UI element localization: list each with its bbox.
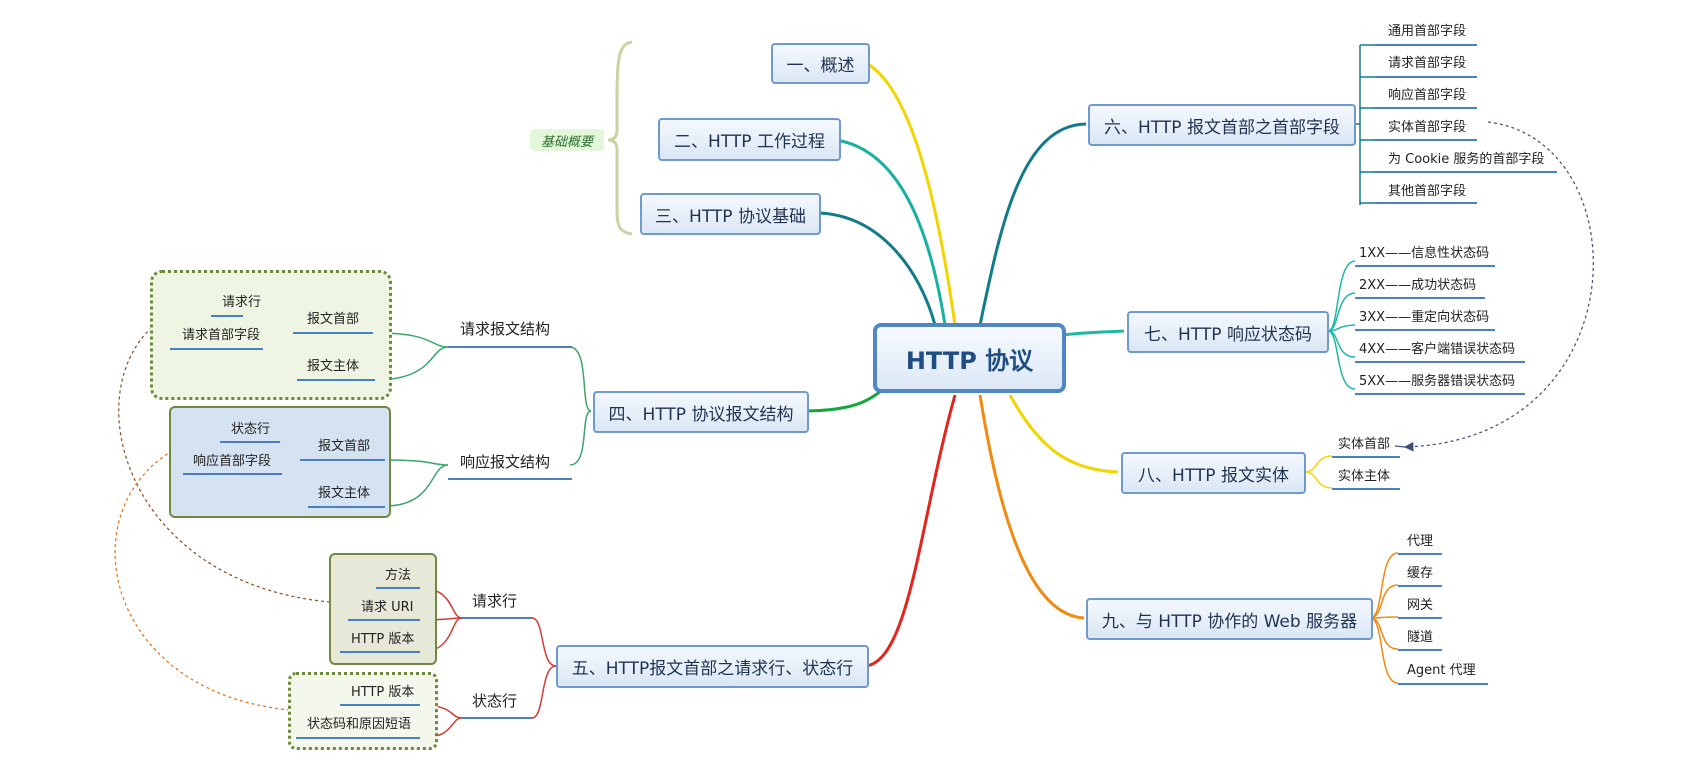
branch-t8 [1008, 394, 1119, 474]
status-line-label[interactable]: 状态行 [231, 422, 271, 437]
topic-overview[interactable]: 一、概述 [771, 43, 870, 84]
entity-header-fields[interactable]: 实体首部字段 [1388, 120, 1467, 135]
branch-t2 [835, 138, 947, 326]
status-1xx[interactable]: 1XX——信息性状态码 [1359, 246, 1490, 261]
branch-t5 [865, 394, 957, 668]
topic-message-entity[interactable]: 八、HTTP 报文实体 [1121, 452, 1306, 494]
agent-proxy-label[interactable]: Agent 代理 [1407, 663, 1476, 678]
req-header-label[interactable]: 报文首部 [307, 312, 360, 327]
request-structure-boundary [150, 270, 392, 400]
response-structure-boundary [169, 406, 391, 518]
topic-status-codes[interactable]: 七、HTTP 响应状态码 [1127, 311, 1329, 353]
cache-label[interactable]: 缓存 [1407, 566, 1434, 581]
status-3xx[interactable]: 3XX——重定向状态码 [1359, 310, 1490, 325]
response-header-fields[interactable]: 响应首部字段 [1388, 88, 1467, 103]
summary-label[interactable]: 基础概要 [530, 129, 604, 151]
request-header-fields[interactable]: 请求首部字段 [1388, 56, 1467, 71]
cookie-header-fields[interactable]: 为 Cookie 服务的首部字段 [1388, 152, 1545, 167]
entity-header[interactable]: 实体首部 [1338, 437, 1391, 452]
branch-t7 [1061, 329, 1125, 337]
resp-fields-label[interactable]: 响应首部字段 [193, 454, 272, 469]
version-label-request[interactable]: HTTP 版本 [351, 632, 415, 647]
status-5xx[interactable]: 5XX——服务器错误状态码 [1359, 374, 1516, 389]
status-line-topic-label[interactable]: 状态行 [472, 692, 518, 710]
topic-message-structure[interactable]: 四、HTTP 协议报文结构 [593, 391, 809, 433]
relation-arrow-status-line [114, 428, 291, 711]
status-4xx[interactable]: 4XX——客户端错误状态码 [1359, 342, 1516, 357]
relation-arrow-entity-header [1403, 121, 1594, 452]
other-header-fields[interactable]: 其他首部字段 [1388, 184, 1467, 199]
branch-t3 [817, 211, 937, 326]
response-structure-label[interactable]: 响应报文结构 [460, 453, 551, 471]
req-body-label[interactable]: 报文主体 [307, 359, 360, 374]
central-topic[interactable]: HTTP 协议 [873, 323, 1066, 393]
request-structure-label[interactable]: 请求报文结构 [460, 320, 551, 338]
status-reason-label[interactable]: 状态码和原因短语 [307, 717, 412, 732]
entity-body[interactable]: 实体主体 [1338, 469, 1391, 484]
tunnel-label[interactable]: 隧道 [1407, 630, 1434, 645]
req-fields-label[interactable]: 请求首部字段 [182, 328, 261, 343]
version-label-status[interactable]: HTTP 版本 [351, 685, 415, 700]
uri-label[interactable]: 请求 URI [361, 600, 414, 615]
topic-protocol-basics[interactable]: 三、HTTP 协议基础 [640, 193, 821, 235]
relation-arrow-request-line [118, 296, 331, 603]
topic-work-process[interactable]: 二、HTTP 工作过程 [658, 118, 841, 161]
status-2xx[interactable]: 2XX——成功状态码 [1359, 278, 1477, 293]
req-line-label[interactable]: 请求行 [222, 295, 262, 310]
method-label[interactable]: 方法 [385, 568, 412, 583]
resp-body-label[interactable]: 报文主体 [318, 486, 371, 501]
branch-t9 [978, 394, 1085, 620]
branch-t6 [978, 122, 1087, 326]
topic-web-servers[interactable]: 九、与 HTTP 协作的 Web 服务器 [1086, 598, 1373, 640]
topic-header-fields[interactable]: 六、HTTP 报文首部之首部字段 [1088, 104, 1356, 146]
summary-bracket [607, 40, 633, 236]
proxy-label[interactable]: 代理 [1407, 534, 1434, 549]
general-header-fields[interactable]: 通用首部字段 [1388, 24, 1467, 39]
gateway-label[interactable]: 网关 [1407, 598, 1434, 613]
resp-header-label[interactable]: 报文首部 [318, 439, 371, 454]
request-line-label[interactable]: 请求行 [472, 592, 518, 610]
request-line-boundary [329, 553, 437, 665]
branch-t1 [865, 61, 957, 326]
topic-request-status-line[interactable]: 五、HTTP报文首部之请求行、状态行 [556, 645, 869, 688]
